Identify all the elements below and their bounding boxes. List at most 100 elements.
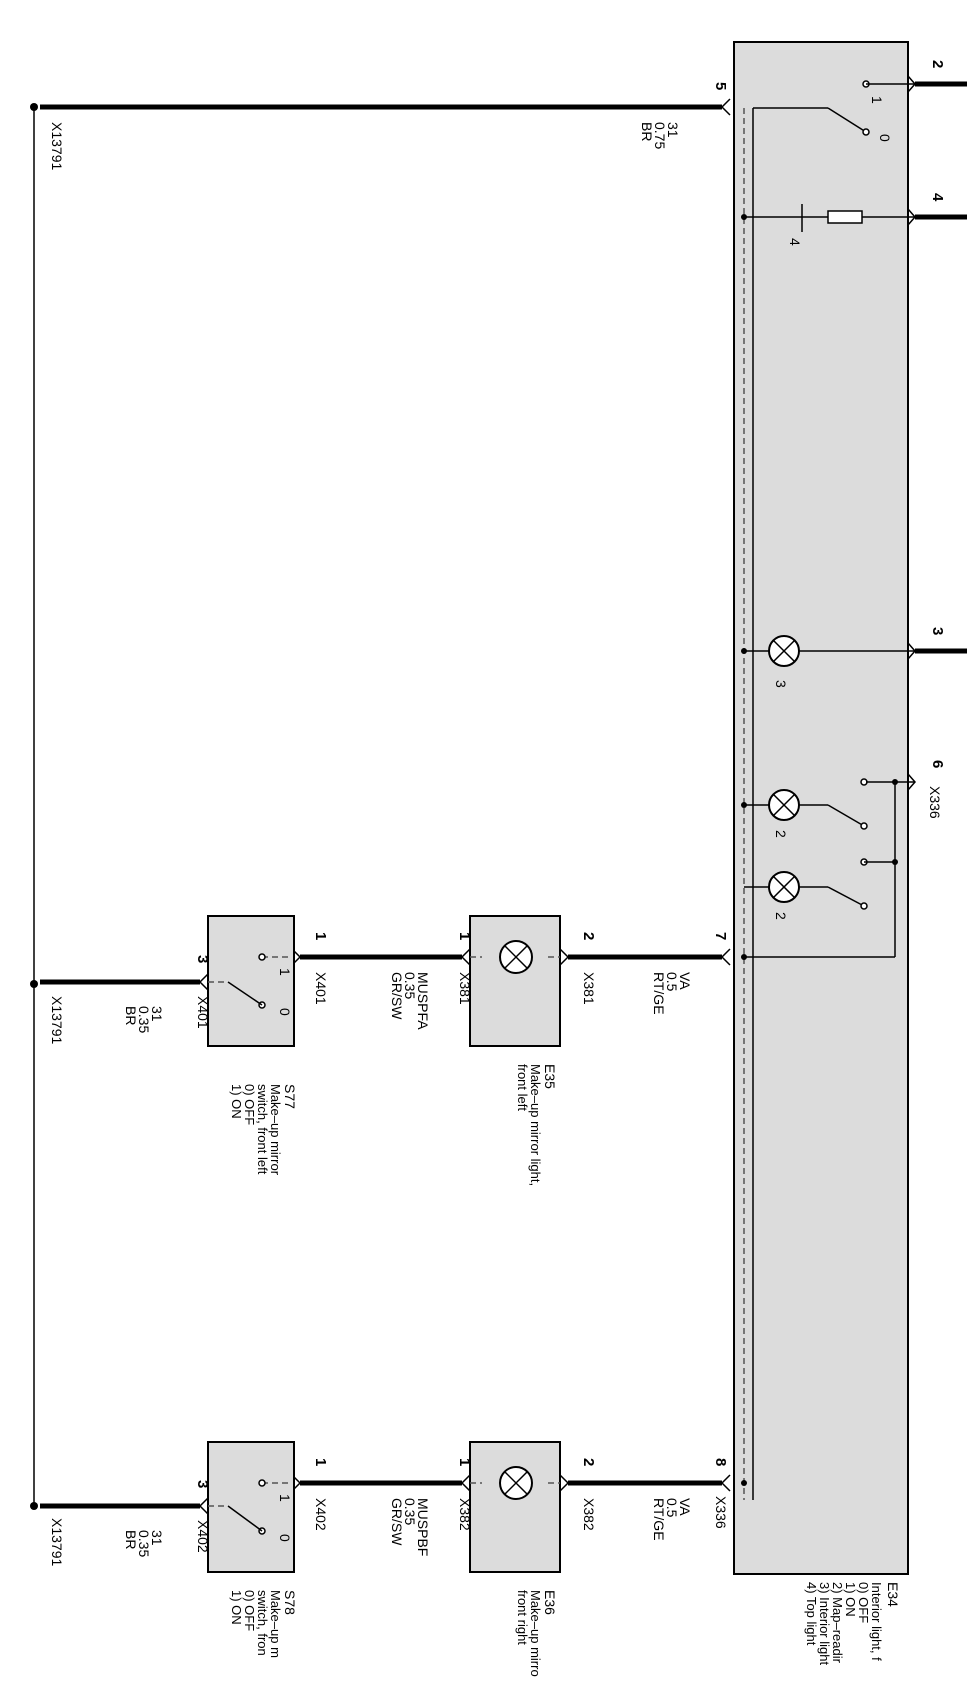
s78-desc-1: Make–up m [268,1590,283,1658]
lamp-icon [768,871,800,903]
ground-label-mid: X13791 [49,996,65,1044]
wire-color: RT/GE [651,1498,667,1541]
wire-size: 0.35 [136,1006,152,1033]
e35-mirror-light-left: 2 1 X381 X381 E35 Make–up mirror light, … [456,915,597,1186]
s78-switch-on-label: 1 [277,1494,293,1502]
s78-desc-2: switch, fron [255,1590,270,1656]
wire-size: 0.35 [136,1530,152,1557]
e34-switch-off-label: 0 [877,134,893,142]
wire-circuit: 31 [665,122,681,138]
wire-muspfa: MUSPFA 0.35 GR/SW [291,948,471,1030]
e36-desc-2: front right [515,1590,530,1645]
e36-connector-right: X382 [581,1498,597,1531]
lamp-icon [499,1466,533,1500]
wire-size: 0.5 [664,972,680,992]
e35-connector-left: X381 [457,972,473,1005]
e34-desc-2: 0) OFF [856,1582,871,1623]
s78-desc-4: 1) ON [229,1590,244,1625]
e34-switch-on-label: 1 [869,96,885,104]
wire-size: 0.75 [652,122,668,149]
s77-connector-right: X401 [313,972,329,1005]
e34-lamp2b-label: 2 [773,912,789,920]
wire-ground-top: 5 31 0.75 BR [40,82,731,149]
s78-connector-right: X402 [313,1498,329,1531]
wire-circuit: MUSPBF [415,1498,431,1556]
e34-connector-label-right: X336 [927,786,943,819]
e35-desc-2: front left [515,1064,530,1111]
s78-pin-3: 3 [194,1480,211,1488]
s78-mirror-switch-right: 1 0 1 3 X402 X402 S78 Make–up m switch, … [194,1441,329,1658]
wire-circuit: VA [677,1498,693,1516]
ground-label-bottom: X13791 [49,1518,65,1566]
wire-size: 0.5 [664,1498,680,1518]
wire-color: BR [123,1530,139,1549]
e36-connector-left: X382 [457,1498,473,1531]
e36-pin-1: 1 [456,1458,473,1466]
e34-lamp2a-label: 2 [773,830,789,838]
e34-pin-2: 2 [929,60,946,68]
e36-id: E36 [542,1590,558,1615]
s77-connector-left: X401 [195,996,211,1029]
s77-mirror-switch-left: 1 0 1 3 X401 X401 S77 Make–up mirror swi… [194,915,329,1176]
e34-lamp3-label: 3 [773,680,789,688]
wire-ground-left: 31 0.35 BR [40,973,209,1033]
e34-desc-1: Interior light, f [869,1582,884,1661]
wire-size: 0.35 [402,1498,418,1525]
s77-switch-off-label: 0 [277,1008,293,1016]
s78-id: S78 [282,1590,298,1615]
e34-interior-light-module: 1 0 4 3 2 [733,41,915,1665]
e35-desc-1: Make–up mirror light, [528,1064,543,1186]
wire-circuit: 31 [149,1530,165,1546]
e35-id: E35 [542,1064,558,1089]
e34-desc-5: 3) Interior light [817,1582,832,1665]
e34-id: E34 [885,1582,901,1607]
ground-label-top: X13791 [49,122,65,170]
e34-output-wires: 2 4 3 6 X336 [907,60,967,819]
e36-pin-2: 2 [580,1458,597,1466]
e34-pin-8: 8 [712,1458,729,1466]
s77-desc-4: 1) ON [229,1084,244,1119]
s77-desc-3: 0) OFF [242,1084,257,1125]
lamp-icon [768,635,800,667]
s77-switch-on-label: 1 [277,968,293,976]
e34-pin-6: 6 [929,760,946,768]
lamp-icon [768,789,800,821]
s78-switch-off-label: 0 [277,1534,293,1542]
s77-pin-1: 1 [312,932,329,940]
s77-desc-2: switch, front left [255,1084,270,1175]
wire-ground-right: 31 0.35 BR [40,1497,209,1557]
wire-color: GR/SW [389,972,405,1020]
resistor-icon [827,210,863,224]
wire-size: 0.35 [402,972,418,999]
e34-pin-4: 4 [929,193,946,202]
s78-pin-1: 1 [312,1458,329,1466]
e36-desc-1: Make–up mirro [528,1590,543,1677]
e34-pin-7: 7 [712,932,729,940]
wire-va-right: 8 X336 VA 0.5 RT/GE [559,1458,731,1541]
e35-pin-2: 2 [580,932,597,940]
e34-desc-4: 2) Map–readir [830,1582,845,1664]
wire-circuit: MUSPFA [415,972,431,1030]
e34-connector-label-left: X336 [713,1496,729,1529]
ground-bus: X13791 X13791 X13791 [30,103,65,1566]
wire-circuit: VA [677,972,693,990]
e34-desc-3: 1) ON [843,1582,858,1617]
e34-desc-6: 4) Top light [804,1582,819,1646]
e34-pin-5: 5 [712,82,729,90]
s77-pin-3: 3 [194,955,211,963]
s78-connector-left: X402 [195,1520,211,1553]
e36-mirror-light-right: 2 1 X382 X382 E36 Make–up mirro front ri… [456,1441,597,1677]
wire-color: BR [123,1006,139,1025]
e35-connector-right: X381 [581,972,597,1005]
wire-circuit: 31 [149,1006,165,1022]
e34-pin-3: 3 [929,627,946,635]
e34-switch4-label: 4 [787,238,803,246]
s77-desc-1: Make–up mirror [268,1084,283,1176]
wire-color: BR [639,122,655,141]
s77-id: S77 [282,1084,298,1109]
wire-va-left: 7 VA 0.5 RT/GE [559,932,731,1015]
s78-desc-3: 0) OFF [242,1590,257,1631]
wire-color: GR/SW [389,1498,405,1546]
wire-color: RT/GE [651,972,667,1015]
